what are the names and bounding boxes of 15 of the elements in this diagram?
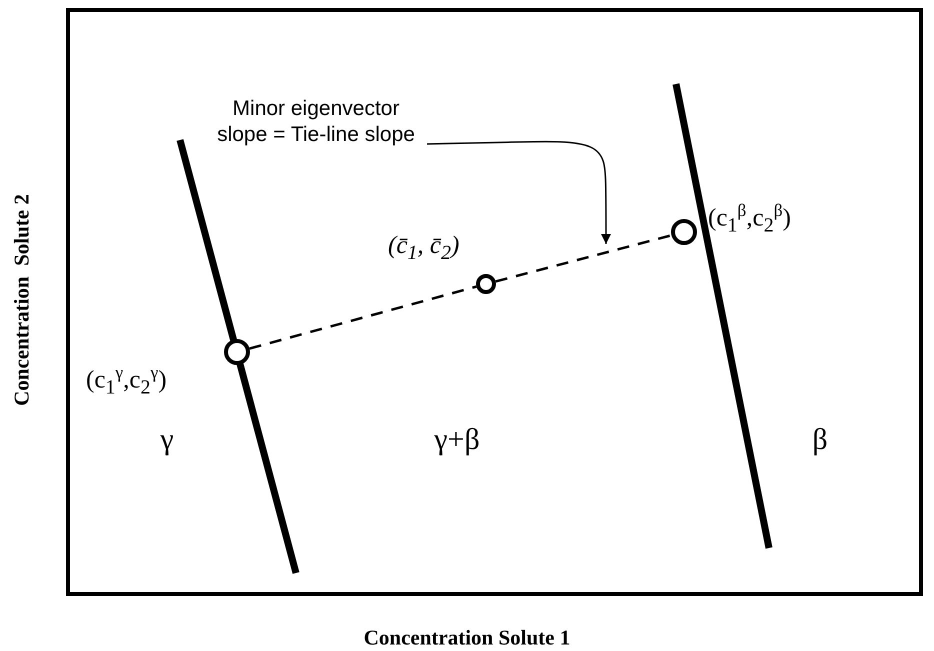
point-marker (224, 339, 250, 365)
phase-label: γ (160, 423, 174, 457)
coordinate-label: (c$_{1}$$^{β}$,c$_{2}$$^{β}$) (708, 200, 791, 238)
axis-title: Concentration Solute 2 (10, 194, 34, 406)
axis-title: Concentration Solute 1 (364, 626, 570, 650)
phase-label: β (812, 423, 828, 457)
annotation-text: Minor eigenvector slope = Tie-line slope (205, 96, 427, 152)
tie-line (495, 234, 672, 283)
coordinate-label: (c̄$_{1}$, c̄$_{2}$) (388, 232, 460, 265)
coordinate-label: (c$_{1}$$^{γ}$,c$_{2}$$^{γ}$) (86, 362, 167, 400)
point-marker (671, 219, 697, 245)
phase-label: γ+β (434, 423, 480, 457)
point-marker (476, 274, 496, 294)
tie-line (249, 285, 477, 350)
leader-line (426, 140, 611, 244)
